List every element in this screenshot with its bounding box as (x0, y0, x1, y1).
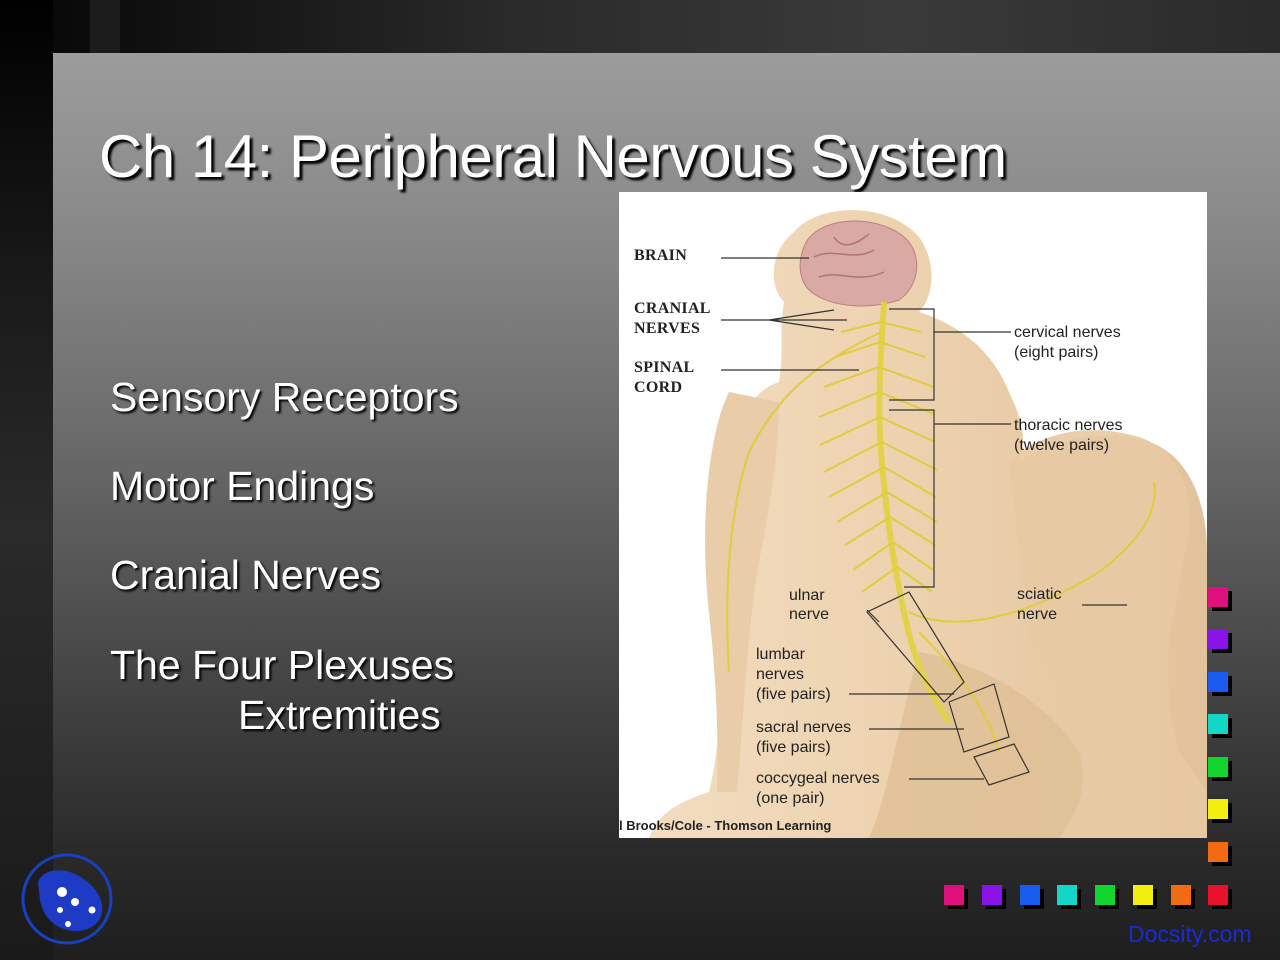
decor-square (982, 885, 1002, 905)
decor-square (944, 885, 964, 905)
bullet-motor-endings: Motor Endings (110, 463, 374, 510)
label-coccygeal-nerves: coccygeal nerves (756, 769, 880, 789)
decor-square (1208, 587, 1228, 607)
top-band-block (90, 0, 120, 53)
label-cord: CORD (634, 378, 682, 398)
label-thoracic-pairs: (twelve pairs) (1014, 436, 1109, 456)
label-lumbar-nerves: nerves (756, 665, 804, 685)
decor-square (1171, 885, 1191, 905)
decor-square (1208, 842, 1228, 862)
bullet-sensory-receptors: Sensory Receptors (110, 374, 459, 421)
bullet-four-plexuses: The Four Plexuses (110, 642, 454, 689)
decor-square (1208, 885, 1228, 905)
label-sacral-nerves: sacral nerves (756, 718, 851, 738)
decor-square (1095, 885, 1115, 905)
bullet-cranial-nerves: Cranial Nerves (110, 552, 381, 599)
decor-square (1208, 629, 1228, 649)
label-spinal: SPINAL (634, 358, 694, 378)
slide-title: Ch 14: Peripheral Nervous System (99, 122, 1007, 191)
label-lumbar: lumbar (756, 645, 805, 665)
decor-square (1208, 714, 1228, 734)
docsity-watermark: Docsity.com (1128, 921, 1252, 948)
label-thoracic-nerves: thoracic nerves (1014, 416, 1123, 436)
decor-square (1057, 885, 1077, 905)
decor-square (1020, 885, 1040, 905)
label-cervical-nerves: cervical nerves (1014, 323, 1121, 343)
label-sciatic-nerve: nerve (1017, 605, 1057, 625)
label-coccygeal-pair: (one pair) (756, 789, 824, 809)
figure-credit: l Brooks/Cole - Thomson Learning (619, 818, 831, 833)
decor-square (1208, 672, 1228, 692)
label-sciatic: sciatic (1017, 585, 1061, 605)
anatomy-illustration (619, 192, 1207, 838)
label-cervical-pairs: (eight pairs) (1014, 343, 1098, 363)
nervous-system-figure: BRAIN CRANIAL NERVES SPINAL CORD cervica… (619, 192, 1207, 838)
bullet-extremities: Extremities (238, 692, 441, 739)
label-sacral-pairs: (five pairs) (756, 738, 831, 758)
docsity-logo-icon (20, 852, 114, 946)
label-ulnar: ulnar (789, 586, 825, 606)
label-ulnar-nerve: nerve (789, 605, 829, 625)
brain (800, 221, 917, 306)
decor-square (1208, 757, 1228, 777)
decor-square (1133, 885, 1153, 905)
label-brain: BRAIN (634, 246, 687, 266)
left-band (0, 0, 53, 960)
label-lumbar-pairs: (five pairs) (756, 685, 831, 705)
top-band (0, 0, 1280, 53)
label-cranial: CRANIAL (634, 299, 711, 319)
label-nerves: NERVES (634, 319, 700, 339)
decor-square (1208, 799, 1228, 819)
